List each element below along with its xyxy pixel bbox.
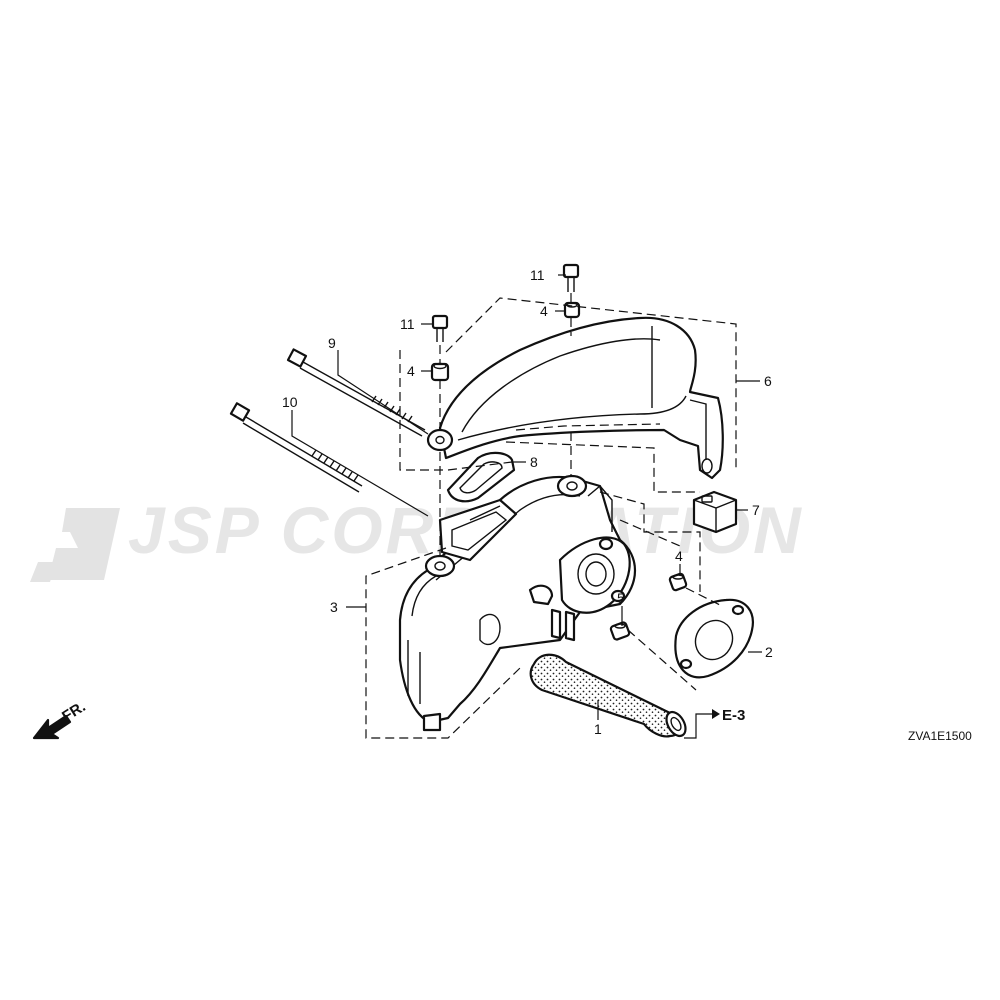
callout-6: 6 xyxy=(764,373,772,389)
callout-5: 5 xyxy=(617,590,625,606)
callout-1: 1 xyxy=(594,721,602,737)
air-cleaner-cover-6 xyxy=(426,316,724,480)
callout-8: 8 xyxy=(530,454,538,470)
air-cleaner-case-3 xyxy=(398,474,637,732)
callout-3: 3 xyxy=(330,599,338,615)
bolt-10 xyxy=(229,402,363,493)
callout-2: 2 xyxy=(765,644,773,660)
gasket-2 xyxy=(674,598,754,679)
callouts: 11 4 11 4 9 10 8 6 7 3 4 5 2 1 E-3 ZVA1E… xyxy=(282,267,972,743)
collar-4-left xyxy=(430,362,450,382)
callout-4-top: 4 xyxy=(540,303,548,319)
gasket-8 xyxy=(446,451,516,503)
collar-4-top xyxy=(563,301,581,319)
callout-11-top: 11 xyxy=(530,267,545,283)
front-direction-arrow xyxy=(32,714,72,740)
callout-4-left: 4 xyxy=(407,363,415,379)
bolt-11-top xyxy=(562,263,580,292)
breather-tube-1 xyxy=(529,653,687,738)
callout-10: 10 xyxy=(282,394,298,410)
reference-e3: E-3 xyxy=(722,707,745,724)
diagram-code: ZVA1E1500 xyxy=(908,729,972,743)
bolt-11-left xyxy=(431,314,449,342)
callout-7: 7 xyxy=(752,502,760,518)
callout-11-left: 11 xyxy=(400,316,415,332)
assembly-outlines xyxy=(365,293,737,739)
watermark: JSP CORPORATION xyxy=(30,493,801,582)
collar-5 xyxy=(609,621,631,641)
callout-4-right: 4 xyxy=(675,548,683,564)
callout-9: 9 xyxy=(328,335,336,351)
watermark-logo xyxy=(30,508,120,582)
leader-lines xyxy=(291,274,762,739)
collar-4-right xyxy=(668,572,688,592)
bolt-9 xyxy=(286,348,426,437)
filter-element-7 xyxy=(692,490,738,534)
